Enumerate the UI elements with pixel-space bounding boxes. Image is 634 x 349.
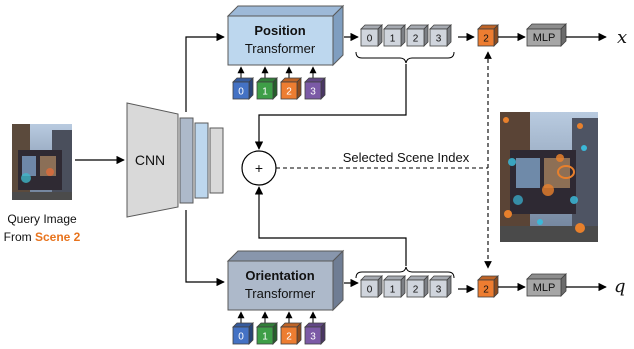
- arrow-cnn-to-position: [185, 32, 225, 112]
- orientation-scene-token-label: 2: [286, 332, 292, 343]
- orientation-transformer: [226, 249, 345, 312]
- position-transformer-subtitle: Transformer: [245, 41, 316, 56]
- orientation-scene-token-label: 3: [310, 332, 316, 343]
- mlp-position: [526, 23, 567, 47]
- query-caption-line1: Query Image: [7, 212, 77, 226]
- orientation-scene-token-label: 1: [262, 332, 268, 343]
- position-scene-token-label: 3: [310, 87, 316, 98]
- position-transformer-title: Position: [254, 23, 305, 38]
- mlp-orientation-label: MLP: [533, 282, 556, 294]
- arrow-position-to-combine: [254, 64, 407, 150]
- mlp-orientation: [526, 273, 567, 297]
- orientation-tokens-brace: [355, 266, 455, 279]
- query-caption-prefix: From: [4, 230, 32, 244]
- arrow-orientation-to-combine: [254, 186, 407, 266]
- position-transformer: [226, 4, 345, 67]
- orientation-output-token-label: 2: [413, 285, 419, 296]
- orientation-scene-token-label: 0: [238, 332, 244, 343]
- mlp-position-label: MLP: [533, 32, 556, 44]
- position-tokens-brace: [355, 51, 455, 64]
- orientation-output-token: 3: [429, 275, 452, 298]
- output-x: x: [617, 27, 627, 48]
- selected-orientation-token-cube-label: 2: [483, 285, 489, 296]
- selected-position-token-cube: 2: [477, 24, 499, 47]
- orientation-output-token-label: 1: [390, 285, 396, 296]
- mlp-position-box: [526, 23, 567, 47]
- orientation-scene-token: 3: [304, 322, 326, 345]
- position-scene-token: 2: [280, 77, 302, 100]
- selected-orientation-token: 2: [477, 275, 499, 298]
- orientation-output-token: 2: [406, 275, 429, 298]
- cnn-block: [126, 102, 224, 218]
- cnn-label: CNN: [135, 152, 165, 168]
- arrow-cnn-to-orientation: [185, 210, 225, 287]
- position-output-token-label: 0: [367, 34, 373, 45]
- combine-symbol: +: [255, 160, 263, 176]
- orientation-output-token: 0: [360, 275, 383, 298]
- position-output-tokens: 0 1 2 3: [360, 24, 452, 47]
- query-image: [12, 124, 72, 200]
- position-scene-token: 3: [304, 77, 326, 100]
- position-scene-token-label: 0: [238, 87, 244, 98]
- selected-scene-index-label: Selected Scene Index: [343, 150, 470, 165]
- orientation-scene-tokens: 0 1 2 3: [232, 311, 326, 345]
- mlp-orientation-box: [526, 273, 567, 297]
- position-output-token: 0: [360, 24, 383, 47]
- orientation-output-token-label: 3: [436, 285, 442, 296]
- position-output-token-label: 1: [390, 34, 396, 45]
- position-output-token: 3: [429, 24, 452, 47]
- selected-orientation-token-cube: 2: [477, 275, 499, 298]
- position-output-token-label: 3: [436, 34, 442, 45]
- position-scene-tokens: 0 1 2 3: [232, 66, 326, 100]
- position-scene-token-label: 2: [286, 87, 292, 98]
- output-q: q: [614, 276, 626, 297]
- position-scene-token-label: 1: [262, 87, 268, 98]
- position-output-token-label: 2: [413, 34, 419, 45]
- position-scene-token: 1: [256, 77, 278, 100]
- orientation-transformer-title: Orientation: [245, 268, 314, 283]
- orientation-transformer-subtitle: Transformer: [245, 286, 316, 301]
- query-scene-highlight: Scene 2: [35, 230, 81, 244]
- query-caption-line2: From Scene 2: [4, 230, 81, 244]
- orientation-output-tokens: 0 1 2 3: [360, 275, 452, 298]
- orientation-output-token: 1: [383, 275, 406, 298]
- orientation-scene-token: 2: [280, 322, 302, 345]
- selected-position-token-cube-label: 2: [483, 34, 489, 45]
- scene-image: [500, 112, 598, 242]
- orientation-output-token-label: 0: [367, 285, 373, 296]
- position-output-token: 2: [406, 24, 429, 47]
- orientation-scene-token: 1: [256, 322, 278, 345]
- orientation-scene-token: 0: [232, 322, 254, 345]
- selected-position-token: 2: [477, 24, 499, 47]
- position-output-token: 1: [383, 24, 406, 47]
- position-scene-token: 0: [232, 77, 254, 100]
